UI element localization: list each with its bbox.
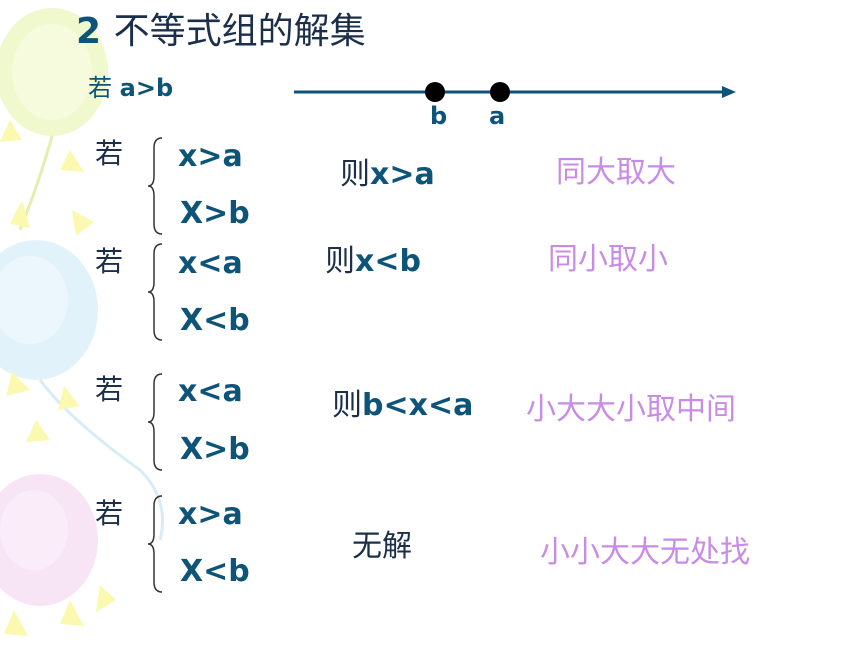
point-b: [425, 82, 445, 102]
condition: 若 a>b: [88, 76, 173, 100]
case-2-ruo: 若: [95, 245, 124, 278]
case-4-line-1: x>a: [178, 497, 243, 532]
case-1-line-2: X>b: [180, 196, 250, 231]
case-2-result-expr: x<b: [355, 244, 421, 279]
case-3-result-expr: b<x<a: [362, 388, 474, 423]
case-2-result: 则x<b: [325, 247, 421, 277]
case-4-result: 无解: [352, 529, 412, 564]
case-4-rule: 小小大大无处找: [540, 535, 750, 570]
case-2-line-1: x<a: [178, 246, 243, 281]
title-number: 2: [76, 11, 102, 52]
condition-expr: a>b: [119, 74, 174, 102]
number-line: [294, 82, 736, 102]
point-a: [490, 82, 510, 102]
case-2-result-prefix: 则: [325, 244, 355, 279]
brace-3: [147, 373, 163, 471]
case-2-rule: 同小取小: [548, 242, 668, 277]
case-1-ruo: 若: [95, 137, 124, 170]
case-1-result-prefix: 则: [340, 157, 370, 192]
case-3-line-2: X>b: [180, 432, 250, 467]
case-3-line-1: x<a: [178, 374, 243, 409]
case-4-ruo: 若: [95, 497, 124, 530]
case-3-ruo: 若: [95, 373, 124, 406]
brace-2: [147, 243, 163, 341]
condition-prefix: 若: [88, 74, 112, 102]
case-1-line-1: x>a: [178, 139, 243, 174]
axis-label-b: b: [430, 102, 448, 130]
axis-label-a: a: [489, 102, 506, 130]
brace-4: [147, 495, 163, 593]
case-3-result: 则b<x<a: [332, 391, 473, 421]
case-1-result-expr: x>a: [370, 157, 435, 192]
case-1-rule: 同大取大: [556, 155, 676, 190]
title-text: 不等式组的解集: [113, 11, 366, 52]
case-4-line-2: X<b: [180, 554, 250, 589]
case-3-result-prefix: 则: [332, 388, 362, 423]
slide-title: 2 不等式组的解集: [76, 14, 366, 50]
number-line-arrow: [722, 86, 736, 98]
brace-1: [147, 137, 163, 235]
case-3-rule: 小大大小取中间: [526, 392, 736, 427]
case-2-line-2: X<b: [180, 303, 250, 338]
case-1-result: 则x>a: [340, 160, 435, 190]
